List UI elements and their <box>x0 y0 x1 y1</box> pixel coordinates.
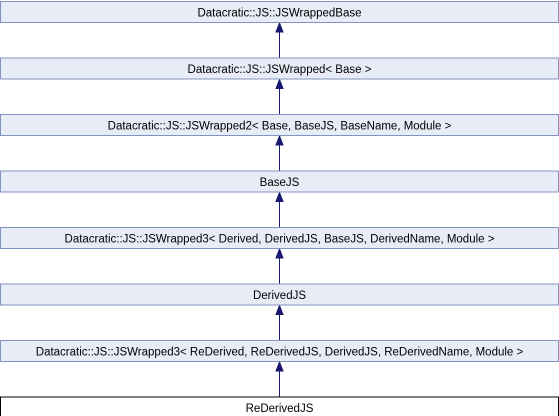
class-label: DerivedJS <box>253 290 306 302</box>
arrow-head-icon <box>275 360 284 372</box>
arrow-head-icon <box>275 78 284 89</box>
class-node[interactable]: Datacratic::JS::JSWrapped2< Base, BaseJS… <box>0 114 559 136</box>
class-label: Datacratic::JS::JSWrapped3< Derived, Der… <box>65 234 495 246</box>
class-node[interactable]: BaseJS <box>0 170 559 193</box>
class-node[interactable]: Datacratic::JS::JSWrappedBase <box>0 1 559 23</box>
arrow-head-icon <box>275 191 284 202</box>
class-label: BaseJS <box>260 177 300 189</box>
class-label: Datacratic::JS::JSWrapped3< ReDerived, R… <box>36 347 524 359</box>
class-label: Datacratic::JS::JSWrapped< Base > <box>188 64 372 76</box>
edges-layer <box>275 21 284 397</box>
class-node[interactable]: Datacratic::JS::JSWrapped3< ReDerived, R… <box>0 340 559 362</box>
class-label: Datacratic::JS::JSWrapped2< Base, BaseJS… <box>108 121 452 133</box>
arrow-head-icon <box>275 21 284 33</box>
class-node[interactable]: ReDerivedJS <box>0 396 559 416</box>
arrow-head-icon <box>275 247 284 259</box>
class-node[interactable]: Datacratic::JS::JSWrapped< Base > <box>0 57 559 80</box>
arrow-head-icon <box>275 134 284 146</box>
arrow-head-icon <box>275 304 284 315</box>
class-node[interactable]: Datacratic::JS::JSWrapped3< Derived, Der… <box>0 227 559 249</box>
class-label: ReDerivedJS <box>246 403 314 415</box>
class-node[interactable]: DerivedJS <box>0 283 559 306</box>
class-label: Datacratic::JS::JSWrappedBase <box>197 8 361 20</box>
